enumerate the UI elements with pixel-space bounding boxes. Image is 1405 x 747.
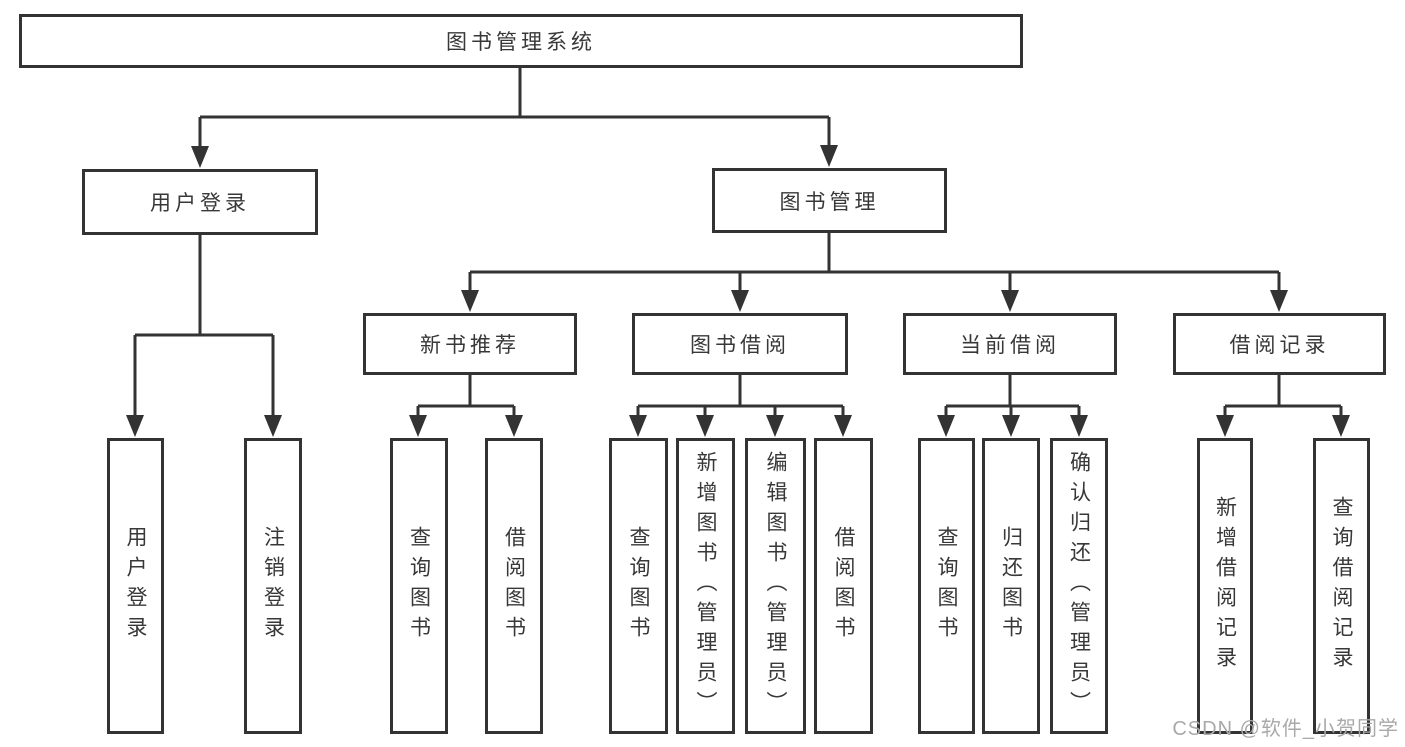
leaf-logout-label: 注销登录 [261,526,285,646]
leaf-borrowing-add-books-admin: 新增图书（管理员） [676,438,735,734]
arrowhead-down-icon [126,415,144,437]
leaf-borrowing-borrow-books: 借阅图书 [814,438,873,734]
connector-book-mgmt-to-level3 [461,232,1288,312]
leaf-records-add-record: 新增借阅记录 [1197,438,1253,734]
leaf-newbook-borrow-books: 借阅图书 [485,438,543,734]
arrowhead-down-icon [1332,415,1350,437]
leaf-borrowing-borrow-books-label: 借阅图书 [832,526,855,646]
connector-borrowing-to-leaves [629,374,852,437]
leaf-logout: 注销登录 [244,438,302,734]
arrowhead-down-icon [264,415,282,437]
leaf-current-query-books: 查询图书 [918,438,975,734]
leaf-borrowing-query-books-label: 查询图书 [627,526,650,646]
csdn-watermark: CSDN @软件_小贺同学 [1172,718,1399,740]
leaf-user-login-label: 用户登录 [124,526,147,646]
arrowhead-down-icon [820,145,838,167]
leaf-newbook-borrow-books-label: 借阅图书 [502,526,526,646]
leaf-borrowing-add-books-admin-label: 新增图书（管理员） [694,451,717,721]
arrowhead-down-icon [1270,290,1288,312]
arrowhead-down-icon [1070,415,1088,437]
connector-records-to-leaves [1216,374,1350,437]
connector-user-login-to-leaves [126,234,282,437]
leaf-records-add-record-label: 新增借阅记录 [1213,496,1237,676]
node-new-book-recommend: 新书推荐 [363,313,577,375]
leaf-newbook-query-books-label: 查询图书 [407,526,431,646]
leaf-borrowing-query-books: 查询图书 [609,438,668,734]
node-book-borrowing: 图书借阅 [632,313,848,375]
leaf-borrowing-edit-books-admin-label: 编辑图书（管理员） [764,451,787,721]
leaf-current-return-books-label: 归还图书 [999,526,1023,646]
leaf-current-return-books: 归还图书 [982,438,1040,734]
arrowhead-down-icon [1001,290,1019,312]
arrowhead-down-icon [731,290,749,312]
node-book-management: 图书管理 [712,168,947,233]
leaf-newbook-query-books: 查询图书 [390,438,448,734]
node-borrow-records: 借阅记录 [1173,313,1386,375]
leaf-current-confirm-return-admin-label: 确认归还（管理员） [1067,451,1091,721]
node-user-login: 用户登录 [82,169,318,235]
arrowhead-down-icon [505,415,523,437]
arrowhead-down-icon [834,415,852,437]
leaf-current-confirm-return-admin: 确认归还（管理员） [1050,438,1108,734]
arrowhead-down-icon [696,415,714,437]
leaf-records-query-record-label: 查询借阅记录 [1330,496,1353,676]
leaf-current-query-books-label: 查询图书 [935,526,958,646]
leaf-user-login: 用户登录 [107,438,164,734]
node-current-borrowing: 当前借阅 [903,313,1117,375]
leaf-records-query-record: 查询借阅记录 [1313,438,1370,734]
arrowhead-down-icon [191,146,209,168]
connector-current-to-leaves [937,374,1088,437]
connector-new-book-to-leaves [409,374,523,437]
arrowhead-down-icon [1216,415,1234,437]
leaf-borrowing-edit-books-admin: 编辑图书（管理员） [745,438,806,734]
arrowhead-down-icon [461,290,479,312]
node-root-library-system: 图书管理系统 [19,14,1023,68]
arrowhead-down-icon [766,415,784,437]
arrowhead-down-icon [937,415,955,437]
connector-root-to-level2 [191,66,838,168]
arrowhead-down-icon [1002,415,1020,437]
arrowhead-down-icon [629,415,647,437]
arrowhead-down-icon [409,415,427,437]
